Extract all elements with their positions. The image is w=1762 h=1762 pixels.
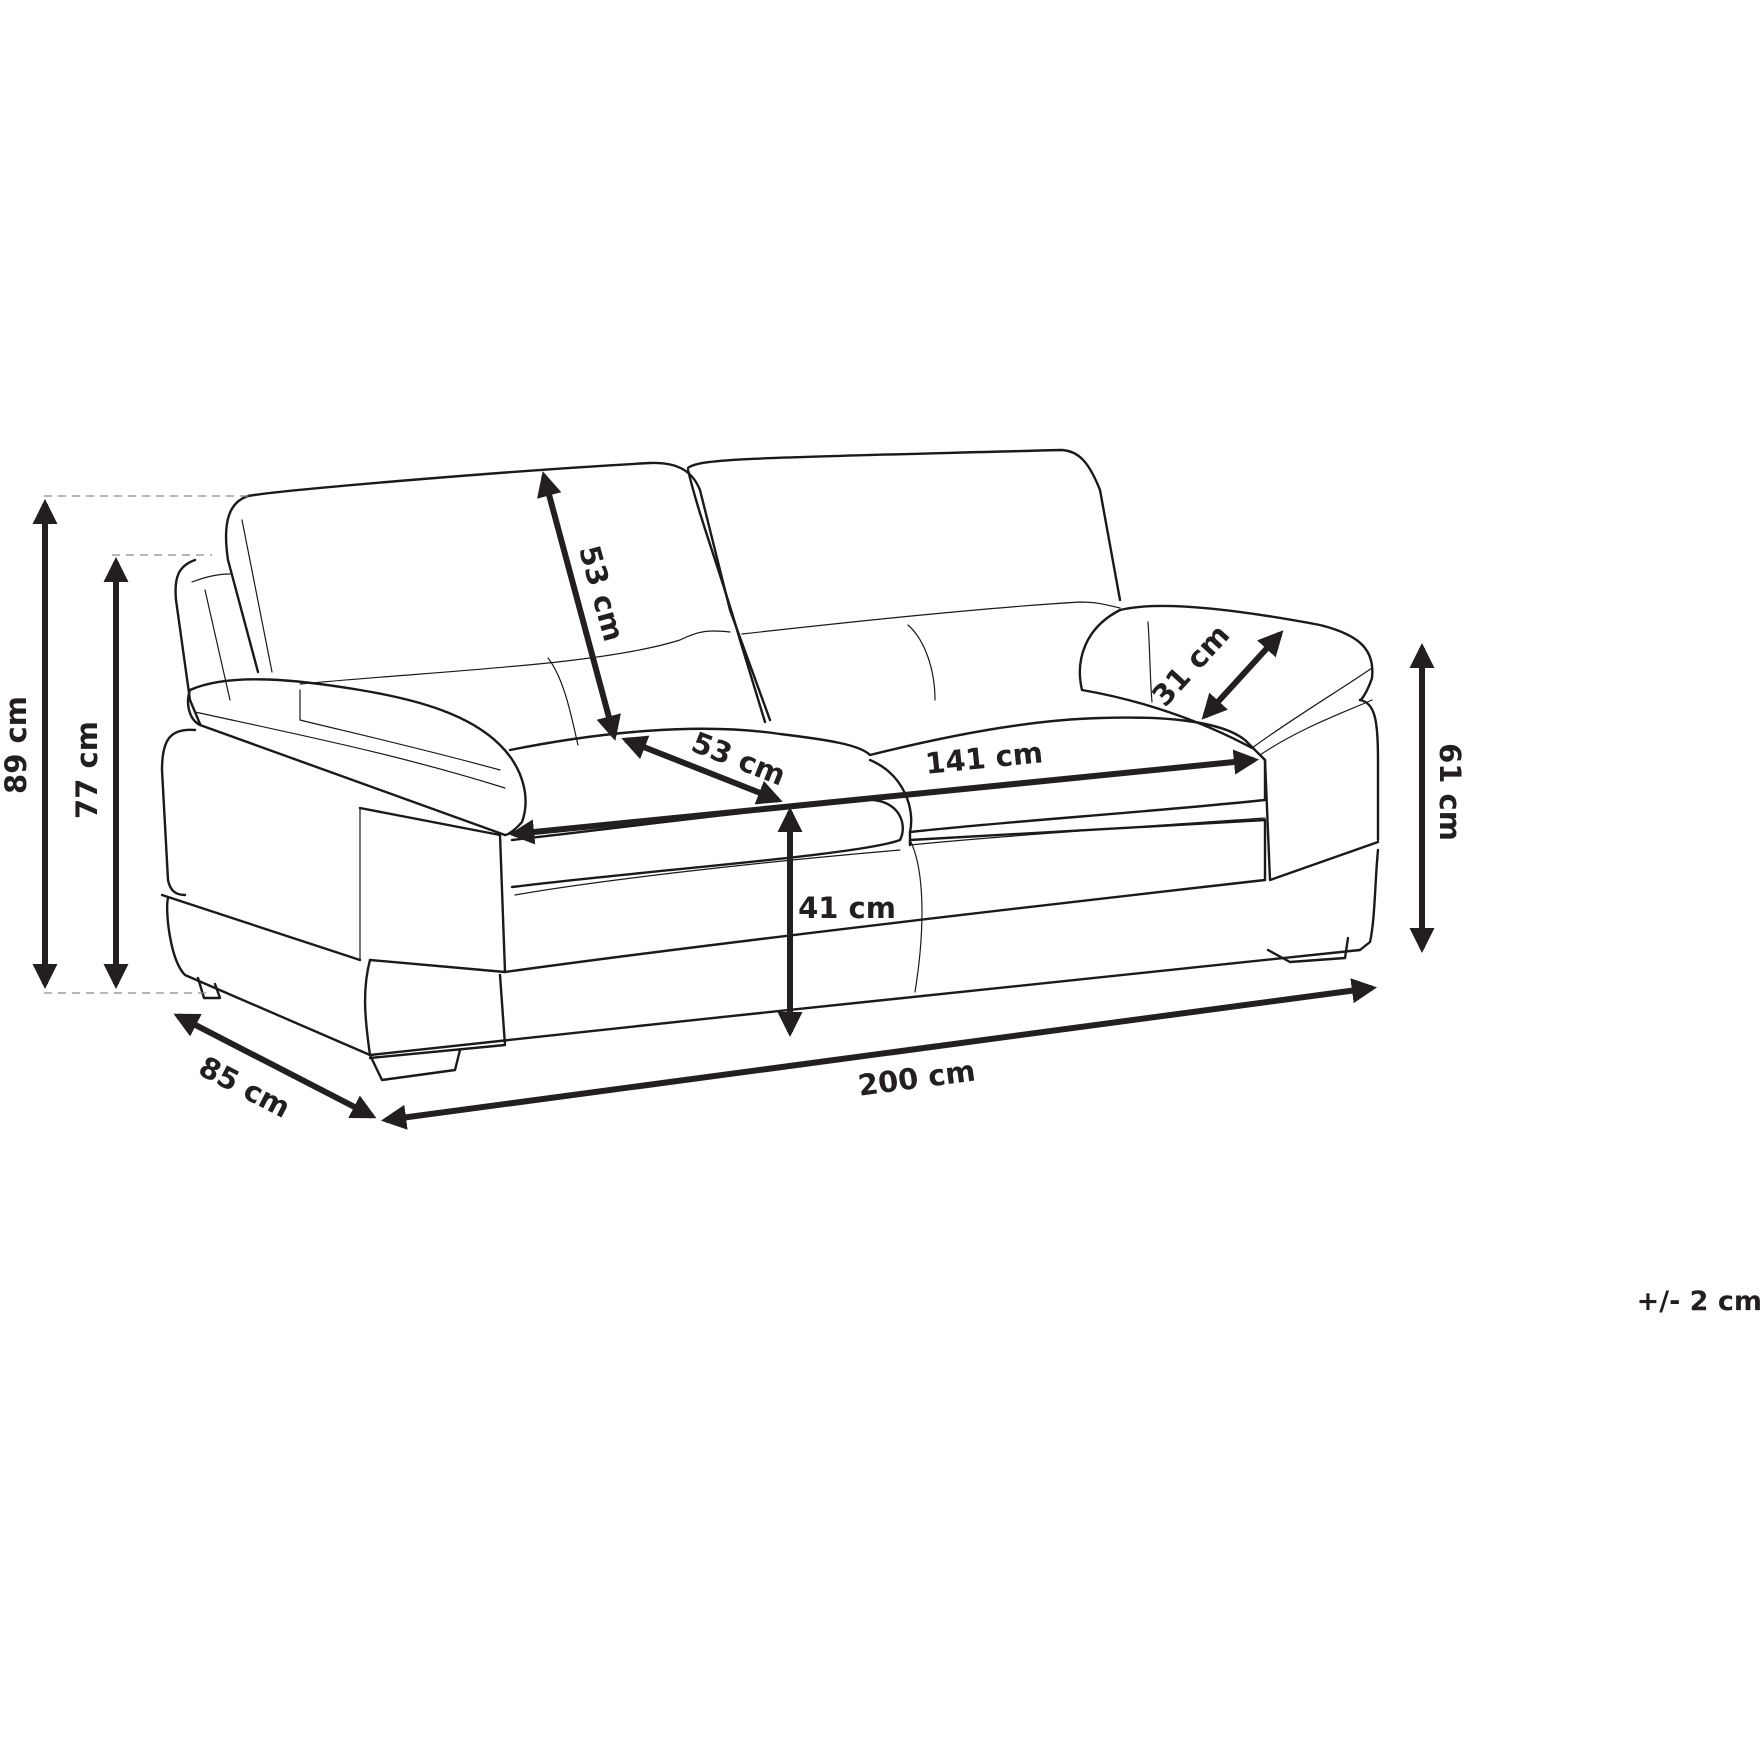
tolerance-note: +/- 2 cm: [1636, 1286, 1762, 1317]
arrow-width: [381, 978, 1377, 1130]
label-depth: 85 cm: [193, 1049, 296, 1124]
label-width: 200 cm: [856, 1053, 978, 1102]
arrow-seat-width: [508, 749, 1260, 845]
label-total-height: 89 cm: [0, 696, 33, 794]
arrow-backrest-height: [537, 471, 621, 741]
arrow-depth: [173, 1013, 377, 1119]
dimension-arrows: [32, 471, 1435, 1130]
label-backrest-top-height: 77 cm: [70, 721, 104, 819]
label-armrest-height: 61 cm: [1433, 743, 1467, 841]
reference-lines: [44, 495, 248, 994]
label-seat-width: 141 cm: [924, 735, 1045, 781]
arrow-armrest-width: [1201, 630, 1284, 720]
label-seat-height: 41 cm: [798, 891, 896, 925]
label-backrest-height: 53 cm: [572, 542, 631, 645]
